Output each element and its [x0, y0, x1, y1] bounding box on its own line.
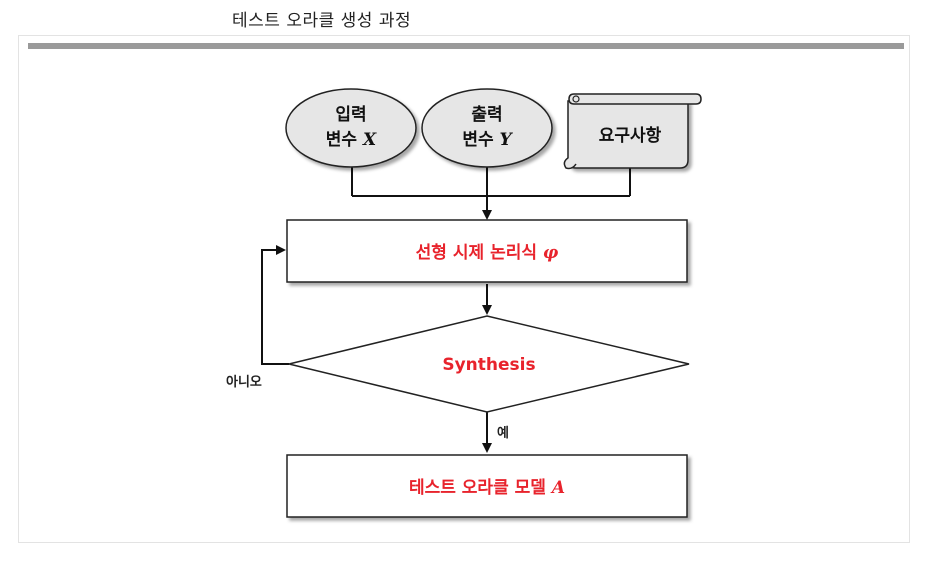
input-variable-shape — [285, 88, 417, 168]
output-variable-shape — [421, 88, 553, 168]
ltl-formula-symbol: φ — [543, 243, 559, 263]
test-oracle-model-shape — [286, 454, 688, 518]
synthesis-node: Synthesis — [288, 315, 690, 413]
edge-no-loop — [261, 245, 289, 365]
ltl-formula-text: 선형 시제 논리식 — [416, 242, 543, 263]
scroll-top-roll — [568, 93, 702, 105]
output-variable-prefix: 변수 — [462, 130, 499, 150]
test-oracle-model-symbol: A — [550, 478, 565, 498]
synthesis-shape — [288, 315, 690, 413]
output-variable-line1: 출력 — [471, 105, 502, 125]
input-variable-prefix: 변수 — [326, 130, 363, 150]
ltl-formula-label: 선형 시제 논리식 φ — [416, 242, 559, 263]
ltl-formula-node: 선형 시제 논리식 φ — [286, 219, 688, 283]
scroll-bottom-curl — [563, 157, 577, 170]
input-variable-node: 입력 변수 X — [285, 88, 417, 168]
input-variable-symbol: X — [362, 130, 377, 150]
ltl-formula-shape — [286, 219, 688, 283]
synthesis-label: Synthesis — [442, 355, 535, 375]
requirements-node: 요구사항 — [563, 93, 702, 170]
edge-no-label: 아니오 — [226, 374, 262, 390]
edge-yes-label: 예 — [497, 425, 509, 441]
input-variable-line1: 입력 — [335, 105, 366, 125]
figure-top-rule — [28, 43, 904, 49]
scroll-top-curl — [572, 95, 580, 103]
connectors — [261, 165, 631, 453]
test-oracle-model-text: 테스트 오라클 모델 — [409, 477, 552, 498]
output-variable-node: 출력 변수 Y — [421, 88, 553, 168]
page-title: 테스트 오라클 생성 과정 — [232, 11, 412, 31]
output-variable-symbol: Y — [500, 130, 514, 150]
output-variable-line2: 변수 Y — [462, 130, 513, 150]
test-oracle-model-label: 테스트 오라클 모델 A — [409, 477, 565, 498]
test-oracle-model-node: 테스트 오라클 모델 A — [286, 454, 688, 518]
input-variable-line2: 변수 X — [326, 130, 377, 150]
requirements-label: 요구사항 — [599, 125, 662, 146]
